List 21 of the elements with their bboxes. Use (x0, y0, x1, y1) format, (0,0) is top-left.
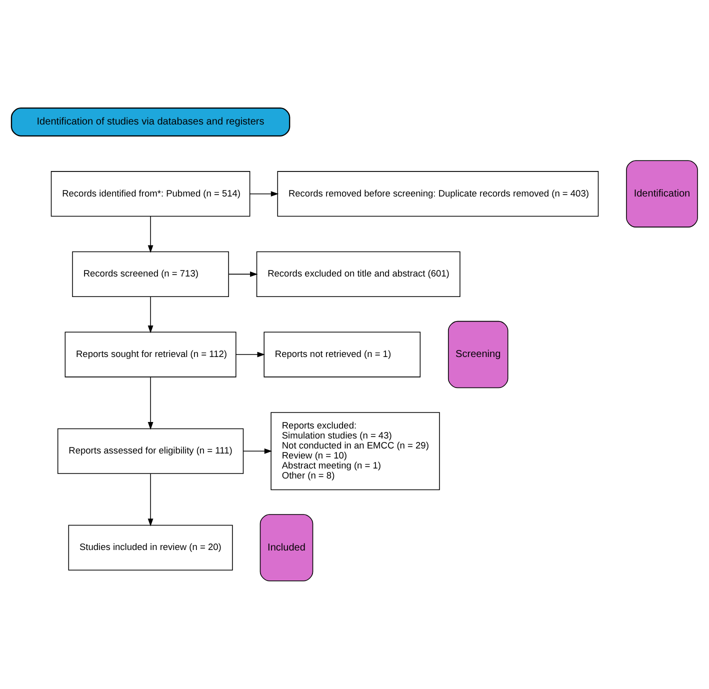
node-box: Records excluded on title and abstract (601) (256, 251, 460, 297)
node-box: Identification of studies via databases and registers (10, 108, 290, 136)
arrow (148, 296, 154, 334)
arrow (242, 448, 272, 454)
node-box: Records screened (n = 713) (72, 251, 229, 297)
node-box: Reports excluded: Simulation studies (n = 43) Not conducted in an EMCC (n = 29) Review (n = 10) Abstract meeting (n = 1) Other (n = 8) (270, 412, 440, 490)
arrow (236, 352, 266, 358)
arrow (228, 271, 258, 277)
node-box: Records identified from*: Pubmed (n = 514) (50, 171, 250, 217)
arrow (148, 376, 154, 430)
node-box: Studies included in review (n = 20) (68, 524, 233, 570)
node-box: Included (260, 514, 314, 582)
node-box: Reports not retrieved (n = 1) (264, 332, 421, 378)
node-box: Reports sought for retrieval (n = 112) (64, 332, 236, 378)
node-box: Reports assessed for eligibility (n = 111) (57, 428, 244, 474)
arrow (148, 216, 154, 253)
node-box: Identification (626, 160, 698, 228)
arrow (148, 473, 154, 526)
arrow (249, 191, 279, 197)
node-box: Screening (448, 320, 508, 388)
node-box: Records removed before screening: Duplicate records removed (n = 403) (277, 171, 599, 217)
